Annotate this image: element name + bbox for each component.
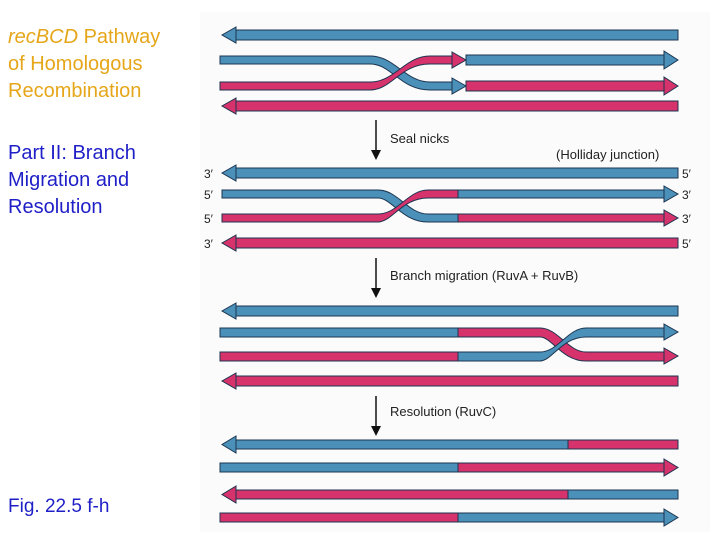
step-arrow-seal xyxy=(371,120,381,160)
arrowhead-right xyxy=(663,508,679,527)
step-label-resolution: Resolution (RuvC) xyxy=(390,404,496,419)
arrowhead-left xyxy=(220,97,237,115)
figure-reference: Fig. 22.5 f-h xyxy=(8,496,110,517)
step-arrow-migration xyxy=(371,258,381,298)
strand-blue-segment xyxy=(219,462,459,473)
arrowhead-left xyxy=(220,302,237,320)
stage-holliday-junction xyxy=(220,164,680,252)
strand-red-row3-right xyxy=(457,213,667,223)
step-arrow-resolution xyxy=(371,396,381,436)
strand-blue-row1 xyxy=(233,305,679,317)
strand-red-row4 xyxy=(233,237,679,249)
strand-red-bottom xyxy=(233,100,679,112)
strand-end-label: 3′ xyxy=(682,188,692,202)
strand-end-label: 5′ xyxy=(204,212,214,226)
strand-red-row4 xyxy=(233,375,679,387)
arrowhead-right xyxy=(663,347,680,365)
arrowhead-right xyxy=(663,76,679,96)
holliday-junction-label: (Holliday junction) xyxy=(556,147,659,162)
arrowhead-right xyxy=(663,458,679,477)
strand-red-segment xyxy=(219,512,459,523)
step-label-seal: Seal nicks xyxy=(390,131,450,146)
arrowhead-right xyxy=(663,185,680,203)
arrowhead-left xyxy=(221,435,237,454)
subtitle-line1: Part II: Branch xyxy=(8,142,136,164)
strand-red-segment xyxy=(233,489,569,500)
arrowhead-right xyxy=(451,51,468,69)
arrowhead-right xyxy=(663,209,680,227)
strand-end-label: 3′ xyxy=(682,212,692,226)
title-line1: Pathway xyxy=(78,26,161,48)
strand-red-row3-left xyxy=(219,351,459,362)
stage-resolution-products xyxy=(219,435,679,527)
strand-blue-right-segment xyxy=(465,54,667,66)
diagram-subtitle: Part II: Branch Migration and Resolution xyxy=(8,140,136,221)
strand-blue-row2-left xyxy=(219,327,459,338)
title-line3: Recombination xyxy=(8,80,142,102)
strand-blue-segment xyxy=(233,439,569,450)
subtitle-line3: Resolution xyxy=(8,196,103,218)
arrowhead-left xyxy=(220,164,237,182)
title-line2: of Homologous xyxy=(8,53,143,75)
strand-red-right-segment xyxy=(465,80,667,92)
strand-end-label: 3′ xyxy=(204,237,214,251)
strand-blue-top xyxy=(233,29,679,41)
strand-end-label: 5′ xyxy=(682,167,692,181)
arrowhead-right xyxy=(663,323,680,341)
arrowhead-left xyxy=(220,372,237,390)
stage-nicked-strands xyxy=(219,26,679,115)
strand-end-label: 5′ xyxy=(204,188,214,202)
strand-red-segment xyxy=(567,439,679,450)
arrowhead-right xyxy=(663,50,679,70)
arrowhead-left xyxy=(220,26,237,44)
strand-end-label: 5′ xyxy=(682,237,692,251)
arrowhead-right xyxy=(451,77,468,95)
diagram-title: recBCD Pathway of Homologous Recombinati… xyxy=(8,24,160,105)
subtitle-line2: Migration and xyxy=(8,169,130,191)
strand-blue-segment xyxy=(457,512,667,523)
title-gene-name: recBCD xyxy=(8,26,79,48)
strand-blue-row1 xyxy=(233,167,679,179)
strand-red-segment xyxy=(457,462,667,473)
strand-end-label: 3′ xyxy=(204,167,214,181)
arrowhead-left xyxy=(221,485,237,504)
arrowhead-left xyxy=(220,234,237,252)
step-label-migration: Branch migration (RuvA + RuvB) xyxy=(390,268,578,283)
strand-blue-segment xyxy=(567,489,679,500)
stage-branch-migration xyxy=(219,302,680,390)
strand-blue-row2-right xyxy=(457,189,667,199)
